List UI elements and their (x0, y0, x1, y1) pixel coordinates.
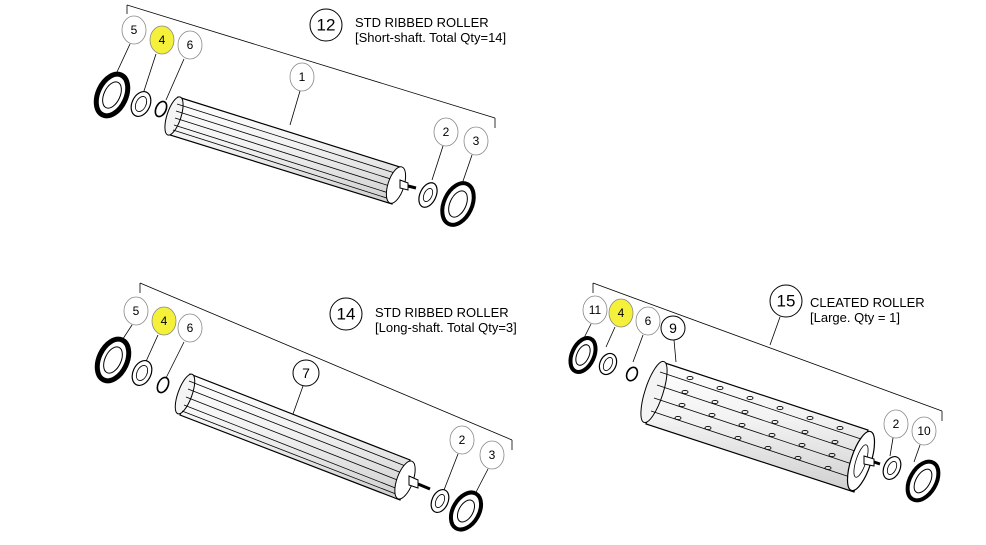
end-seal-left (94, 336, 132, 384)
assembly-14-number-balloon: 14 (329, 297, 363, 331)
assembly-12-number: 12 (317, 16, 336, 35)
svg-text:10: 10 (917, 424, 931, 438)
washer-left (156, 376, 170, 394)
end-seal-left (93, 71, 131, 119)
callout-2: 2 (883, 409, 909, 457)
end-seal-left (568, 336, 598, 374)
svg-text:4: 4 (618, 306, 625, 320)
washer-right (430, 489, 450, 513)
callout-3: 3 (461, 126, 489, 185)
ribbed-roller-short (164, 96, 417, 205)
assembly-12-subtitle: [Short-shaft. Total Qty=14] (355, 30, 506, 45)
svg-text:3: 3 (473, 134, 480, 148)
callout-2: 2 (431, 117, 459, 181)
svg-text:9: 9 (669, 320, 677, 336)
assembly-15-subtitle: [Large. Qty = 1] (810, 310, 900, 325)
washer-right (882, 456, 902, 480)
svg-text:2: 2 (443, 125, 450, 139)
assembly-12-number-balloon: 12 (309, 8, 343, 42)
assembly-14-subtitle: [Long-shaft. Total Qty=3] (375, 320, 517, 335)
assembly-14-bracket (139, 282, 513, 450)
callout-7: 7 (292, 359, 320, 415)
svg-text:2: 2 (893, 417, 900, 431)
assembly-12-title: STD RIBBED ROLLER (355, 15, 489, 30)
assembly-15-title: CLEATED ROLLER (810, 295, 925, 310)
svg-text:2: 2 (459, 433, 466, 447)
washer-right (418, 182, 438, 208)
callout-6: 6 (165, 313, 203, 379)
svg-text:11: 11 (589, 303, 602, 317)
svg-text:5: 5 (131, 23, 138, 37)
assembly-15-number-balloon: 15 (769, 284, 803, 346)
callout-9: 9 (660, 315, 686, 363)
assembly-15: 15 CLEATED ROLLER [Large. Qty = 1] 11 4 … (568, 282, 943, 503)
svg-text:3: 3 (489, 448, 496, 462)
svg-text:6: 6 (187, 321, 194, 335)
svg-text:6: 6 (645, 314, 652, 328)
svg-text:5: 5 (133, 304, 140, 318)
bearing-nut-left (131, 360, 153, 386)
assembly-14-title: STD RIBBED ROLLER (375, 305, 509, 320)
cleat-marks (674, 375, 844, 471)
callout-10: 10 (911, 416, 937, 463)
callout-2: 2 (443, 425, 475, 491)
callout-6: 6 (632, 306, 661, 363)
callout-4-highlighted: 4 (605, 298, 634, 348)
bearing-nut-left (130, 91, 152, 117)
callout-3: 3 (473, 440, 505, 497)
callout-5: 5 (116, 296, 149, 349)
svg-text:1: 1 (299, 70, 306, 84)
callout-6: 6 (165, 30, 203, 101)
callout-11: 11 (582, 295, 608, 341)
cleated-roller (640, 360, 881, 493)
callout-4-highlighted: 4 (142, 306, 177, 369)
ribbed-roller-long-shaft (174, 373, 431, 501)
end-seal-right (905, 459, 941, 503)
assembly-12: 12 STD RIBBED ROLLER [Short-shaft. Total… (93, 4, 506, 227)
assembly-15-number: 15 (777, 292, 796, 311)
svg-text:4: 4 (159, 33, 166, 47)
end-seal-right (448, 490, 484, 532)
callout-4-highlighted: 4 (142, 25, 175, 95)
assembly-14-number: 14 (337, 305, 356, 324)
svg-text:4: 4 (161, 314, 168, 328)
assembly-12-bracket (126, 4, 496, 128)
svg-text:7: 7 (302, 365, 310, 381)
callout-1: 1 (289, 62, 315, 126)
end-seal-right (440, 181, 476, 227)
bearing-nut-left (598, 352, 618, 376)
svg-text:6: 6 (187, 38, 194, 52)
washer-left (154, 100, 168, 118)
washer-left (625, 366, 639, 382)
assembly-14: 14 STD RIBBED ROLLER [Long-shaft. Total … (94, 282, 517, 532)
assembly-15-bracket (592, 282, 943, 421)
callout-5: 5 (116, 15, 147, 73)
